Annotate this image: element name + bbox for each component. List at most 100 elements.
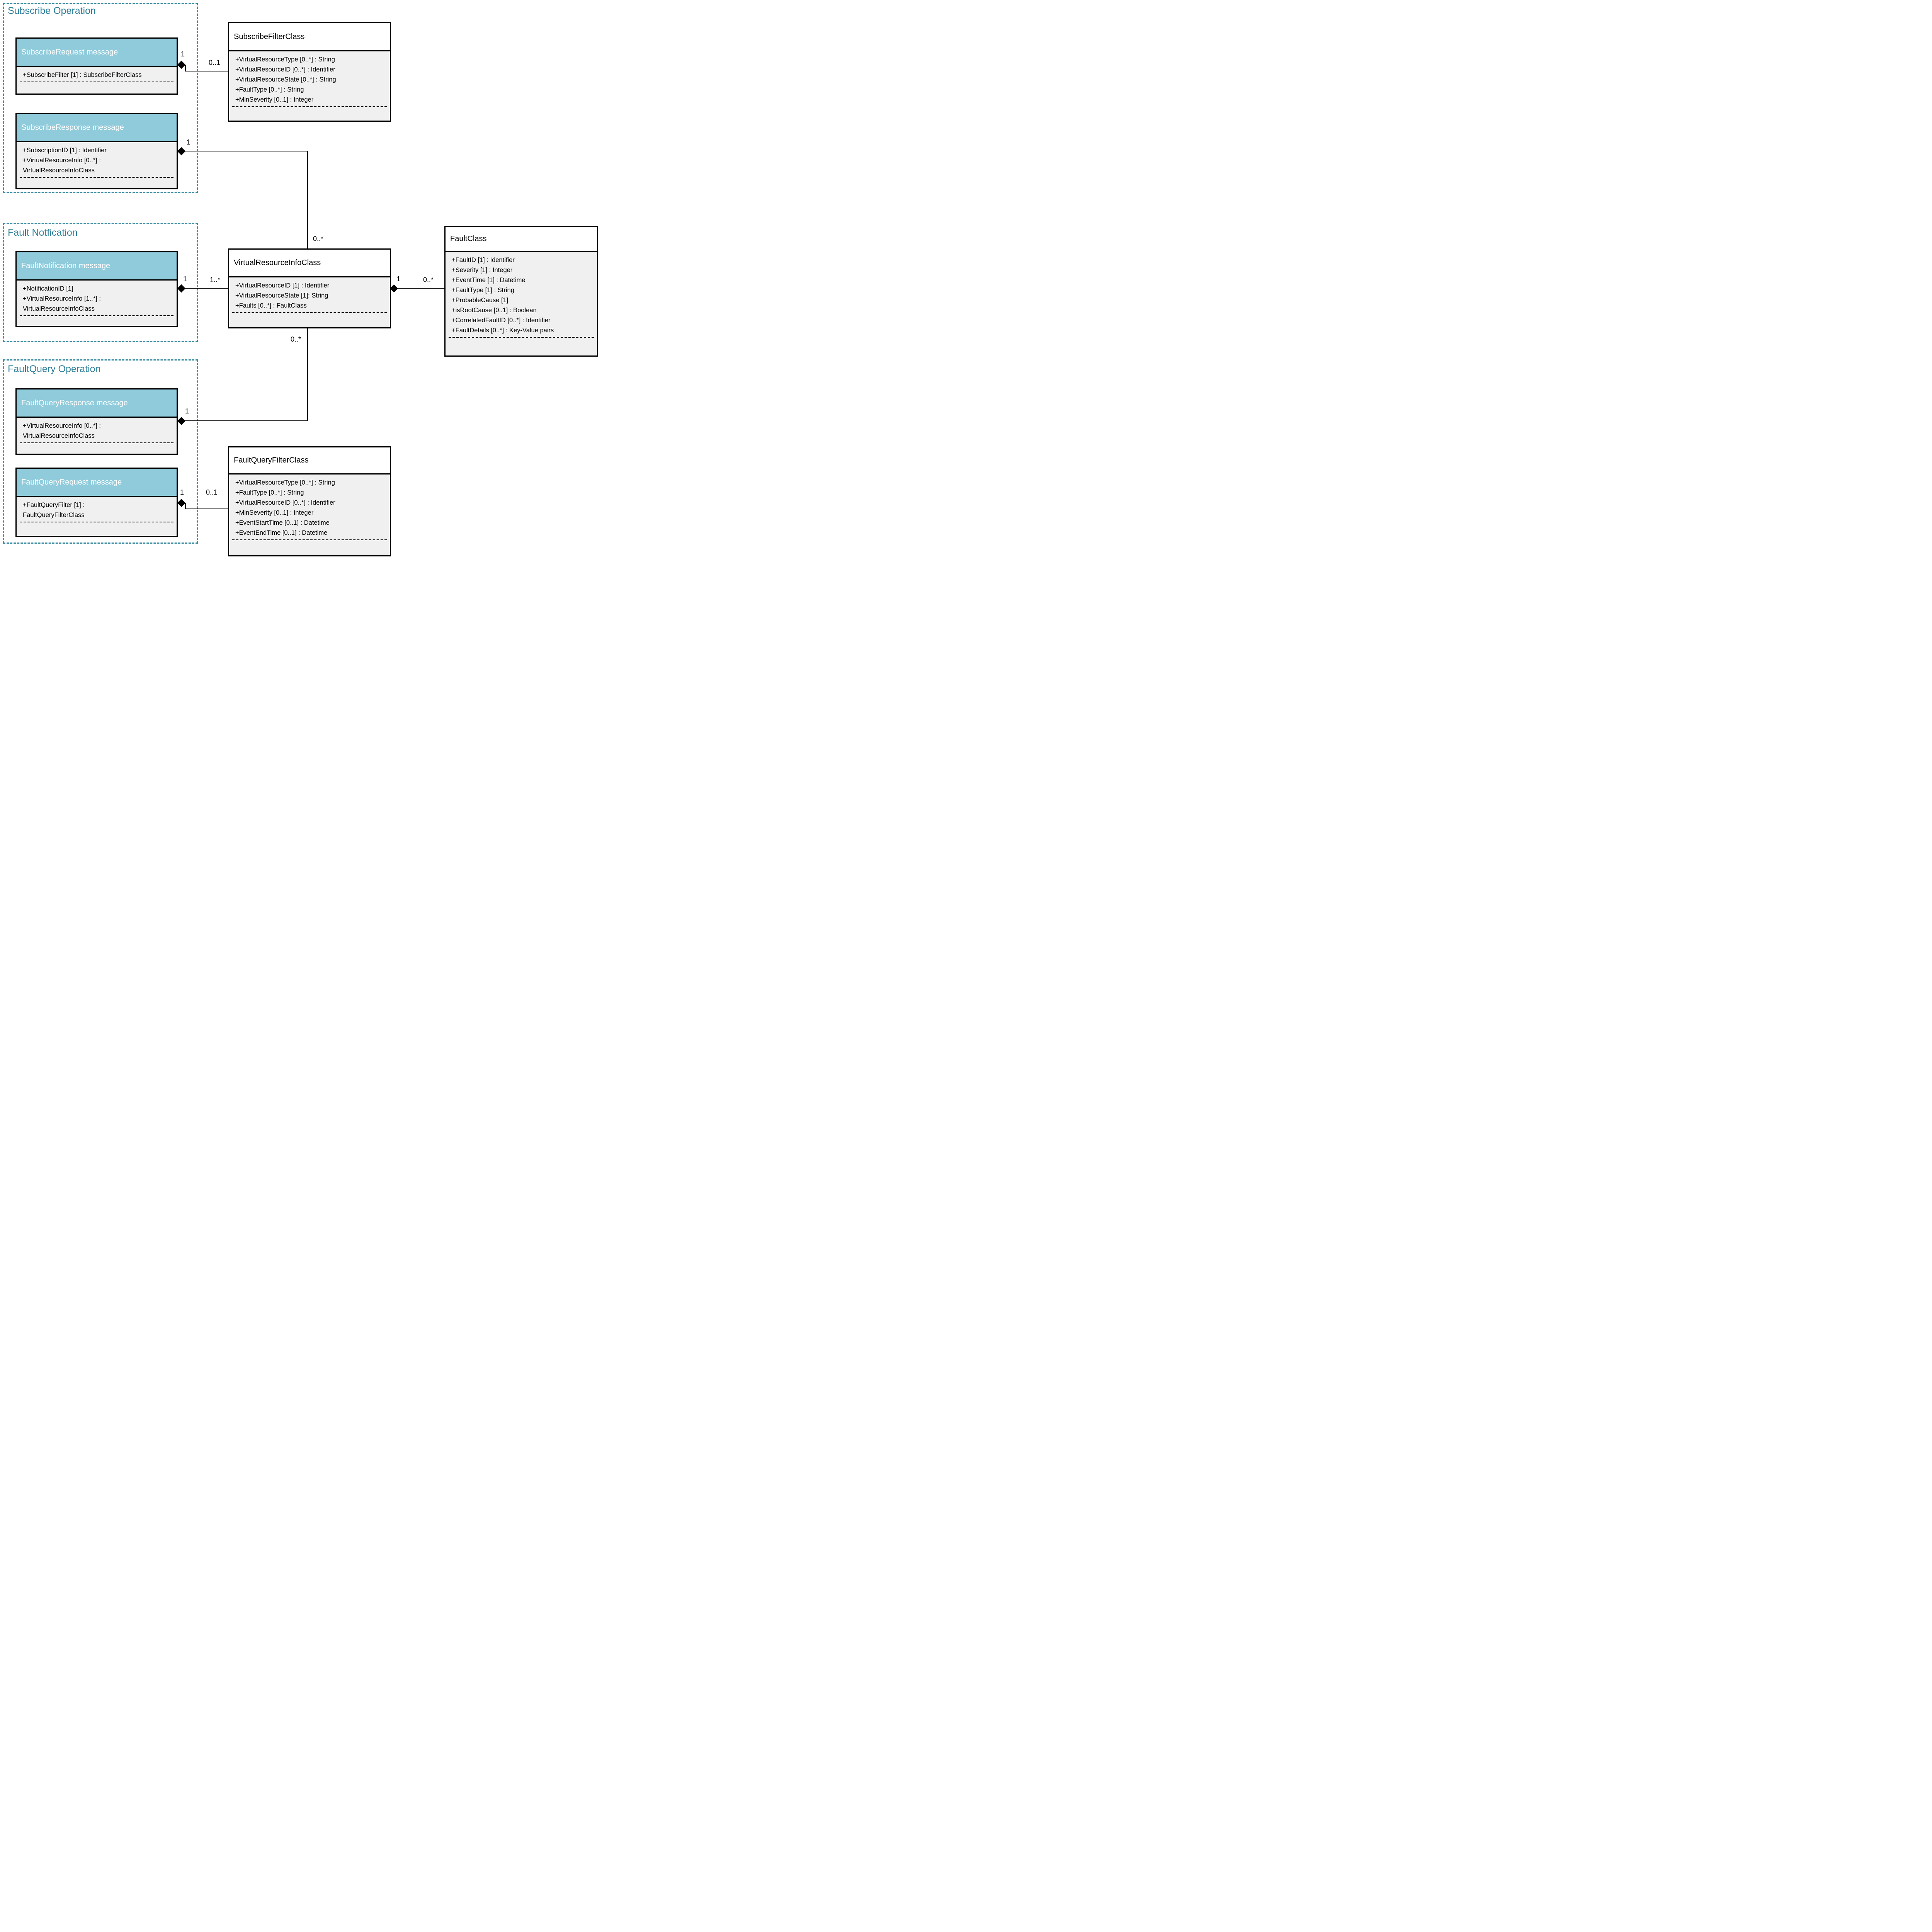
class-attributes: +FaultID [1] : Identifier +Severity [1] :…: [446, 252, 597, 355]
attribute-line: +VirtualResourceState [1]: String: [235, 292, 328, 299]
attribute-line: +EventEndTime [0..1] : Datetime: [235, 529, 328, 536]
multiplicity-label: 1: [187, 138, 191, 146]
attribute-empty-space: [229, 313, 390, 327]
class-subscribe-response-message: SubscribeResponse message +SubscriptionI…: [15, 113, 178, 189]
attribute-line: +FaultID [1] : Identifier: [452, 257, 515, 264]
attribute-line: +MinSeverity [0..1] : Integer: [235, 509, 314, 516]
class-faultquery-request-message: FaultQueryRequest message +FaultQueryFil…: [15, 468, 178, 537]
class-subscribe-filter: SubscribeFilterClass +VirtualResourceTyp…: [228, 22, 391, 122]
class-attributes: +VirtualResourceInfo [0..*] : VirtualReso…: [17, 418, 177, 454]
attribute-separator: [449, 337, 594, 338]
edge-subscriberequest-filter-v: [185, 65, 186, 71]
multiplicity-label: 0..1: [209, 59, 221, 66]
attribute-line: +VirtualResourceID [0..*] : Identifier: [235, 66, 335, 73]
attribute-line: +VirtualResourceID [0..*] : Identifier: [235, 499, 335, 506]
attribute-separator: [20, 315, 173, 316]
attribute-line: +MinSeverity [0..1] : Integer: [235, 96, 314, 103]
group-faultquery-operation: [3, 359, 198, 544]
attribute-separator: [232, 312, 387, 313]
multiplicity-label: 0..*: [291, 335, 301, 343]
attribute-empty-space: [229, 107, 390, 121]
multiplicity-label: 1: [180, 488, 184, 496]
class-attributes: +SubscribeFilter [1] : SubscribeFilterCl…: [17, 67, 177, 94]
edge-vric-faultclass-h: [397, 288, 444, 289]
class-virtual-resource-info: VirtualResourceInfoClass +VirtualResourc…: [228, 248, 391, 328]
class-faultquery-filter: FaultQueryFilterClass +VirtualResourceTy…: [228, 446, 391, 556]
attribute-empty-space: [446, 338, 597, 355]
attribute-empty-space: [17, 82, 177, 94]
attribute-line: +SubscriptionID [1] : Identifier: [23, 147, 107, 154]
class-title: FaultQueryFilterClass: [229, 447, 390, 474]
multiplicity-label: 0..*: [423, 276, 434, 284]
class-title: FaultQueryResponse message: [17, 389, 177, 418]
class-attributes: +SubscriptionID [1] : Identifier +Virtual…: [17, 142, 177, 188]
attribute-line: +Faults [0..*] : FaultClass: [235, 302, 307, 309]
attribute-line: +Severity [1] : Integer: [452, 267, 513, 274]
attribute-empty-space: [229, 540, 390, 555]
uml-class-diagram: Subscribe Operation Fault Notfication Fa…: [0, 0, 599, 557]
class-fault: FaultClass +FaultID [1] : Identifier +Sev…: [444, 226, 598, 357]
attribute-line: +EventTime [1] : Datetime: [452, 277, 526, 284]
attribute-separator: [232, 106, 387, 107]
class-attributes: +NotificationID [1] +VirtualResourceInfo …: [17, 281, 177, 326]
multiplicity-label: 1..*: [210, 276, 221, 284]
multiplicity-label: 1: [181, 50, 185, 58]
class-title: SubscribeRequest message: [17, 39, 177, 67]
attribute-line: +VirtualResourceType [0..*] : String: [235, 479, 335, 486]
attribute-line: +CorrelatedFaultID [0..*] : Identifier: [452, 317, 551, 324]
attribute-separator: [232, 539, 387, 540]
attribute-line: +VirtualResourceInfo [0..*] :: [23, 157, 101, 164]
attribute-separator: [20, 442, 173, 443]
class-title: FaultNotification message: [17, 252, 177, 281]
attribute-line: FaultQueryFilterClass: [23, 512, 85, 519]
edge-faultnotification-vric-h: [184, 288, 228, 289]
attribute-line: +NotificationID [1]: [23, 285, 73, 292]
attribute-empty-space: [17, 178, 177, 188]
attribute-line: +FaultDetails [0..*] : Key-Value pairs: [452, 327, 554, 334]
attribute-line: +VirtualResourceInfo [0..*] :: [23, 422, 101, 429]
class-faultquery-response-message: FaultQueryResponse message +VirtualResou…: [15, 388, 178, 455]
attribute-separator: [20, 177, 173, 178]
group-faultquery-operation-title: FaultQuery Operation: [8, 364, 101, 374]
class-attributes: +VirtualResourceType [0..*] : String +Fau…: [229, 474, 390, 555]
attribute-line: +VirtualResourceType [0..*] : String: [235, 56, 335, 63]
attribute-line: +FaultType [0..*] : String: [235, 86, 304, 93]
attribute-line: VirtualResourceInfoClass: [23, 432, 95, 439]
attribute-line: +FaultQueryFilter [1] :: [23, 502, 85, 509]
multiplicity-label: 0..*: [313, 235, 324, 243]
group-fault-notification: [3, 223, 198, 342]
class-attributes: +FaultQueryFilter [1] : FaultQueryFilterC…: [17, 497, 177, 536]
group-fault-notification-title: Fault Notfication: [8, 227, 78, 238]
attribute-line: +EventStartTime [0..1] : Datetime: [235, 519, 330, 526]
attribute-line: +VirtualResourceState [0..*] : String: [235, 76, 336, 83]
class-subscribe-request-message: SubscribeRequest message +SubscribeFilte…: [15, 37, 178, 95]
edge-faultqueryresponse-vric-v: [307, 328, 308, 421]
edge-subscriberesponse-vric-v: [307, 151, 308, 248]
edge-faultqueryrequest-filter-v: [185, 503, 186, 509]
class-attributes: +VirtualResourceType [0..*] : String +Vir…: [229, 51, 390, 121]
class-title: VirtualResourceInfoClass: [229, 250, 390, 277]
class-title: FaultQueryRequest message: [17, 469, 177, 497]
class-title: SubscribeResponse message: [17, 114, 177, 142]
class-title: FaultClass: [446, 227, 597, 252]
attribute-line: VirtualResourceInfoClass: [23, 305, 95, 312]
group-subscribe-operation-title: Subscribe Operation: [8, 5, 96, 16]
multiplicity-label: 1: [183, 275, 187, 283]
multiplicity-label: 1: [396, 275, 401, 283]
attribute-empty-space: [17, 316, 177, 326]
attribute-line: +FaultType [0..*] : String: [235, 489, 304, 496]
attribute-empty-space: [17, 443, 177, 454]
attribute-empty-space: [17, 522, 177, 536]
attribute-line: +VirtualResourceID [1] : Identifier: [235, 282, 330, 289]
attribute-line: +ProbableCause [1]: [452, 297, 509, 304]
attribute-line: +SubscribeFilter [1] : SubscribeFilterCl…: [23, 71, 142, 78]
attribute-line: +isRootCause [0..1] : Boolean: [452, 307, 537, 314]
attribute-line: +VirtualResourceInfo [1..*] :: [23, 295, 101, 302]
attribute-line: VirtualResourceInfoClass: [23, 167, 95, 174]
multiplicity-label: 0..1: [206, 488, 218, 496]
class-fault-notification-message: FaultNotification message +NotificationI…: [15, 251, 178, 327]
attribute-line: +FaultType [1] : String: [452, 287, 514, 294]
multiplicity-label: 1: [185, 407, 189, 415]
group-subscribe-operation: [3, 3, 198, 193]
class-title: SubscribeFilterClass: [229, 23, 390, 51]
